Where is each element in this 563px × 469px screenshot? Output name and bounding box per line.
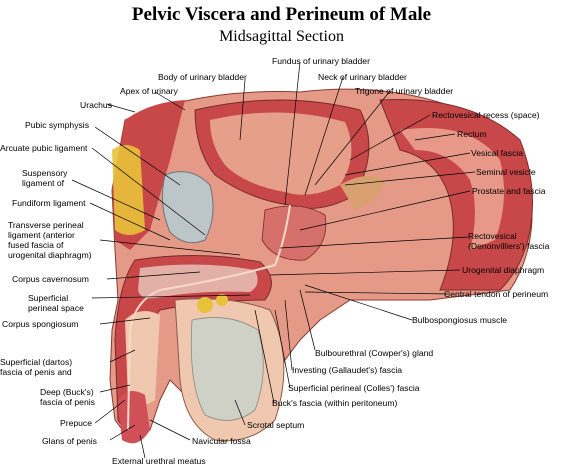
label-trigone: Trigone of urinary bladder <box>355 86 454 96</box>
label-glans: Glans of penis <box>42 436 97 446</box>
label-central-tendon: Central tendon of perineum <box>444 289 549 299</box>
label-prepuce: Prepuce <box>60 418 93 428</box>
label-urogenital-diaphragm: Urogenital diaphragm <box>462 265 545 275</box>
label-navicular: Navicular fossa <box>192 436 251 446</box>
label-bucks-peritoneum: Buck's fascia (within peritoneum) <box>272 398 398 408</box>
label-corpus-spongiosum: Corpus spongiosum <box>2 319 79 329</box>
label-neck: Neck of urinary bladder <box>318 72 407 82</box>
label-rectovesical-fascia: Rectovesical (Denonvilliers') fascia <box>468 231 550 251</box>
label-rectum: Rectum <box>457 129 487 139</box>
label-bulbourethral: Bulbourethral (Cowper's) gland <box>315 348 434 358</box>
label-arcuate: Arcuate pubic ligament <box>0 143 88 153</box>
scrotal-fat <box>197 297 213 313</box>
label-body: Body of urinary bladder <box>158 72 247 82</box>
leader-lines <box>71 61 476 459</box>
pubic-bone <box>161 171 214 244</box>
label-scrotal-septum: Scrotal septum <box>247 420 305 430</box>
label-fundiform: Fundiform ligament <box>12 198 86 208</box>
label-corpus-cavernosum: Corpus cavernosum <box>12 274 89 284</box>
page-subtitle: Midsagittal Section <box>219 28 344 45</box>
label-dartos: Superficial (dartos) fascia of penis and <box>0 357 73 377</box>
testis <box>190 317 264 421</box>
bladder-lining <box>210 112 352 195</box>
prevesical-fat <box>112 145 145 235</box>
label-prostate: Prostate and fascia <box>472 186 546 196</box>
label-meatus: External urethral meatus <box>112 456 206 466</box>
label-colles: Superficial perineal (Colles') fascia <box>288 383 420 393</box>
label-suspensory: Suspensory ligament of <box>22 168 68 188</box>
glans <box>118 391 150 444</box>
label-pubic-symphysis: Pubic symphysis <box>25 120 89 130</box>
urethra <box>127 204 291 431</box>
corpus-spongiosum <box>125 311 160 405</box>
scrotal-fat <box>216 294 228 306</box>
corpus-cavernosum <box>138 264 258 299</box>
label-rectovesical-recess: Rectovesical recess (space) <box>432 110 540 120</box>
label-transverse-perineal: Transverse perineal ligament (anterior f… <box>8 220 92 260</box>
page-title: Pelvic Viscera and Perineum of Male <box>131 4 432 25</box>
label-bucks-penis: Deep (Buck's) fascia of penis <box>40 387 95 407</box>
penis <box>114 254 272 431</box>
label-bulbospongiosus: Bulbospongiosus muscle <box>412 315 508 325</box>
rectal-lumen <box>400 128 504 250</box>
label-apex: Apex of urinary <box>120 86 178 96</box>
label-fundus: Fundus of urinary bladder <box>272 56 370 66</box>
label-seminal-vesicle: Seminal vesicle <box>476 167 536 177</box>
label-superficial-perineal-space: Superficial perineal space <box>28 293 84 313</box>
label-urachus: Urachus <box>80 100 112 110</box>
label-investing: Investing (Gallaudet's) fascia <box>292 365 403 375</box>
label-vesical-fascia: Vesical fascia <box>471 148 524 158</box>
